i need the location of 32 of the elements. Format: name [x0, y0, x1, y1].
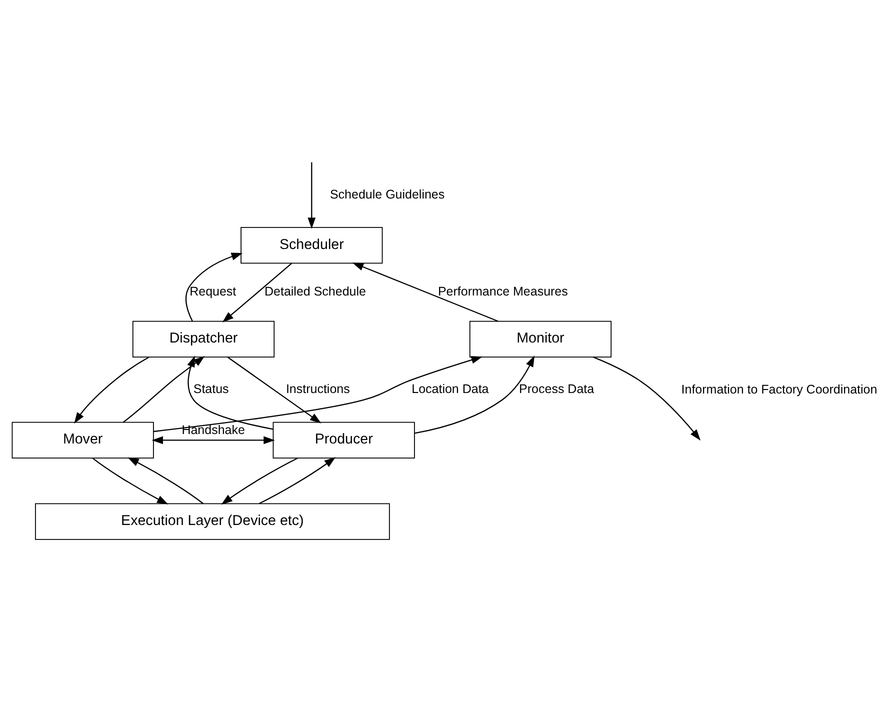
arrow [187, 356, 274, 430]
edge-label: Handshake [182, 423, 245, 438]
arrow [414, 356, 535, 434]
arrow [152, 436, 275, 444]
edge-label: Schedule Guidelines [330, 188, 445, 202]
arrow [593, 356, 701, 441]
arrow [122, 356, 205, 423]
edge-label: Request [190, 284, 236, 299]
edge-label: Process Data [519, 382, 594, 396]
edge-label: Location Data [412, 382, 489, 396]
edge-label: Status [193, 382, 229, 396]
arrow [258, 457, 336, 504]
arrow [185, 252, 243, 322]
arrow [154, 356, 483, 432]
arrow [128, 457, 204, 504]
edge-label: Performance Measures [438, 284, 568, 299]
node-box: Mover [12, 422, 154, 459]
node-box: Monitor [469, 320, 612, 358]
arrow [352, 262, 498, 322]
edge-label: Detailed Schedule [264, 284, 366, 299]
node-box: Scheduler [240, 227, 383, 264]
edge-label: Instructions [286, 382, 350, 396]
node-box: Dispatcher [132, 320, 275, 358]
arrow [74, 356, 150, 424]
arrow [221, 458, 298, 505]
edge-label: Information to Factory Coordination [681, 382, 878, 396]
arrow [308, 162, 316, 229]
node-box: Producer [272, 422, 415, 459]
arrow [222, 262, 292, 322]
arrow [227, 356, 322, 424]
node-box: Execution Layer (Device etc) [35, 503, 390, 540]
arrow [92, 458, 168, 504]
